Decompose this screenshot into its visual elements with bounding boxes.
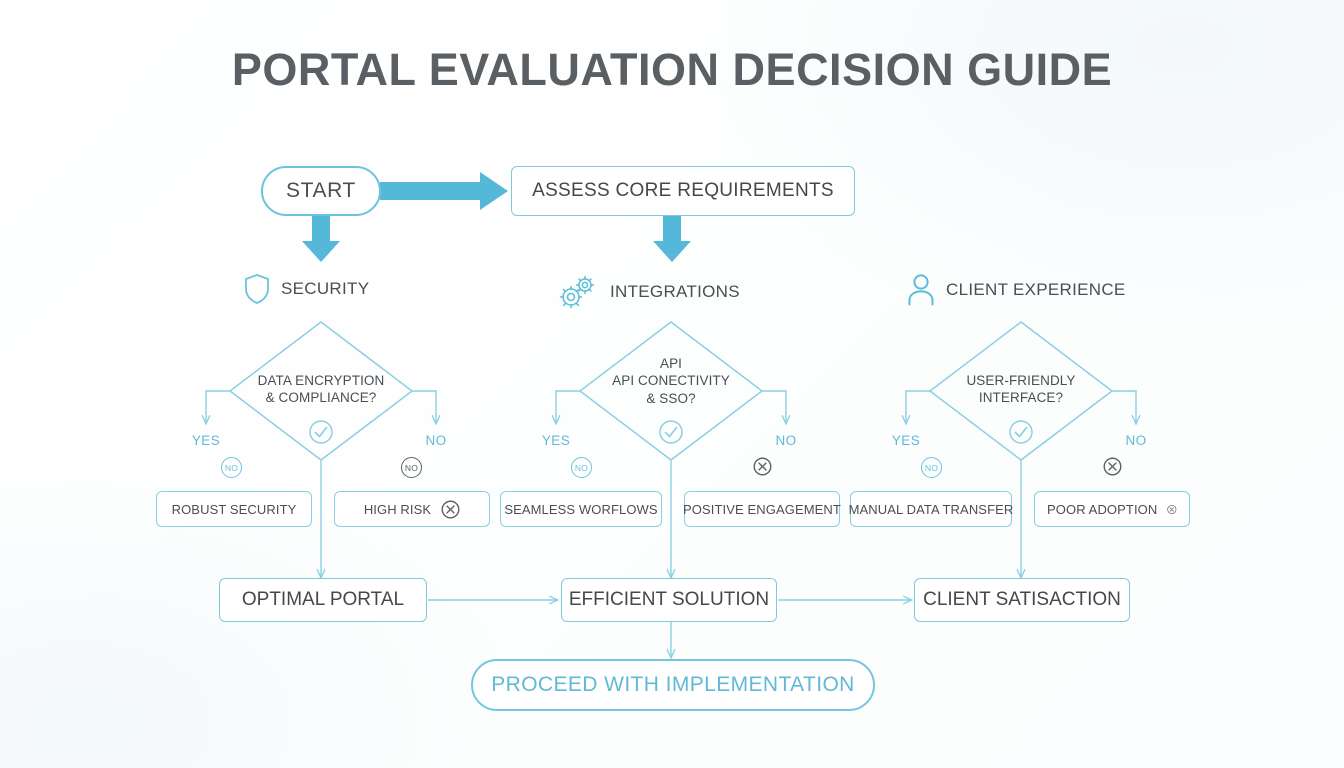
outcome-label: POSITIVE ENGAGEMENT [683,501,841,517]
result-optimal-portal[interactable]: OPTIMAL PORTAL [219,578,427,622]
check-circle-icon-2 [659,420,683,444]
outcome-manual-data-transfer[interactable]: MANUAL DATA TRANSFER [848,491,1014,527]
gears-icon [556,273,600,311]
outcome-poor-adoption[interactable]: POOR ADOPTION [1034,491,1190,527]
branch-label-yes-security: YES [191,433,221,448]
page-title: PORTAL EVALUATION DECISION GUIDE [231,44,1113,95]
experience-decision-label: USER-FRIENDLY INTERFACE? [921,372,1121,407]
arrow-start-down [302,215,340,262]
security-decision-label: DATA ENCRYPTION & COMPLIANCE? [221,372,421,407]
shield-icon [243,273,271,305]
category-client-experience: CLIENT EXPERIENCE [906,273,1126,307]
category-integrations: INTEGRATIONS [556,273,740,311]
integrations-decision-label: API API CONECTIVITY & SSO? [571,355,771,407]
arrow-start-to-assess [380,172,508,210]
check-circle-icon-3 [1009,420,1033,444]
outcome-positive-engagement[interactable]: POSITIVE ENGAGEMENT [683,491,841,527]
branch-label-yes-experience: YES [891,433,921,448]
x-circle-icon [441,500,460,518]
category-client-experience-label: CLIENT EXPERIENCE [946,280,1126,299]
decision-line: & SSO? [646,390,696,406]
outcome-label: POOR ADOPTION [1047,501,1158,517]
decision-line: DATA ENCRYPTION [257,373,385,388]
result-label: CLIENT SATISACTION [923,589,1121,610]
decision-line: USER-FRIENDLY [966,373,1076,388]
badge-yes-integrations: NO [571,457,592,478]
final-cta-label: PROCEED WITH IMPLEMENTATION [491,673,855,696]
outcome-label: SEAMLESS WORFLOWS [504,501,658,517]
outcome-label: HIGH RISK [363,501,432,517]
badge-no-integrations [753,457,772,476]
outcome-high-risk[interactable]: HIGH RISK [334,491,490,527]
decision-line: INTERFACE? [978,390,1064,406]
arrow-assess-down [653,215,691,262]
category-security: SECURITY [243,273,369,305]
assess-core-requirements-node[interactable]: ASSESS CORE REQUIREMENTS [511,166,855,216]
outcome-seamless-workflows[interactable]: SEAMLESS WORFLOWS [500,491,662,527]
branch-label-yes-integrations: YES [541,433,571,448]
badge-no-experience [1103,457,1122,476]
x-circle-icon [753,457,772,476]
person-icon [906,273,936,307]
result-efficient-solution[interactable]: EFFICIENT SOLUTION [561,578,777,622]
branch-label-no-integrations: NO [775,433,797,448]
check-circle-icon-1 [309,420,333,444]
category-integrations-label: INTEGRATIONS [610,282,740,301]
branch-label-no-experience: NO [1125,433,1147,448]
x-circle-icon [1103,457,1122,476]
result-label: EFFICIENT SOLUTION [568,589,770,610]
decision-line: & COMPLIANCE? [265,390,377,406]
x-circle-icon [1167,504,1177,514]
start-node[interactable]: START [261,166,381,216]
start-node-label: START [286,179,356,202]
outcome-label: ROBUST SECURITY [171,501,297,517]
badge-yes-experience: NO [921,457,942,478]
outcome-label: MANUAL DATA TRANSFER [848,501,1014,517]
assess-core-requirements-label: ASSESS CORE REQUIREMENTS [532,180,834,201]
final-cta-node[interactable]: PROCEED WITH IMPLEMENTATION [471,659,875,711]
decision-line: API CONECTIVITY [612,373,730,389]
category-security-label: SECURITY [281,279,370,298]
decision-line: API [659,356,683,371]
badge-yes-security: NO [221,457,242,478]
outcome-robust-security[interactable]: ROBUST SECURITY [156,491,312,527]
result-client-satisfaction[interactable]: CLIENT SATISACTION [914,578,1130,622]
branch-label-no-security: NO [425,433,447,448]
result-label: OPTIMAL PORTAL [241,589,405,610]
badge-no-security: NO [401,457,422,478]
